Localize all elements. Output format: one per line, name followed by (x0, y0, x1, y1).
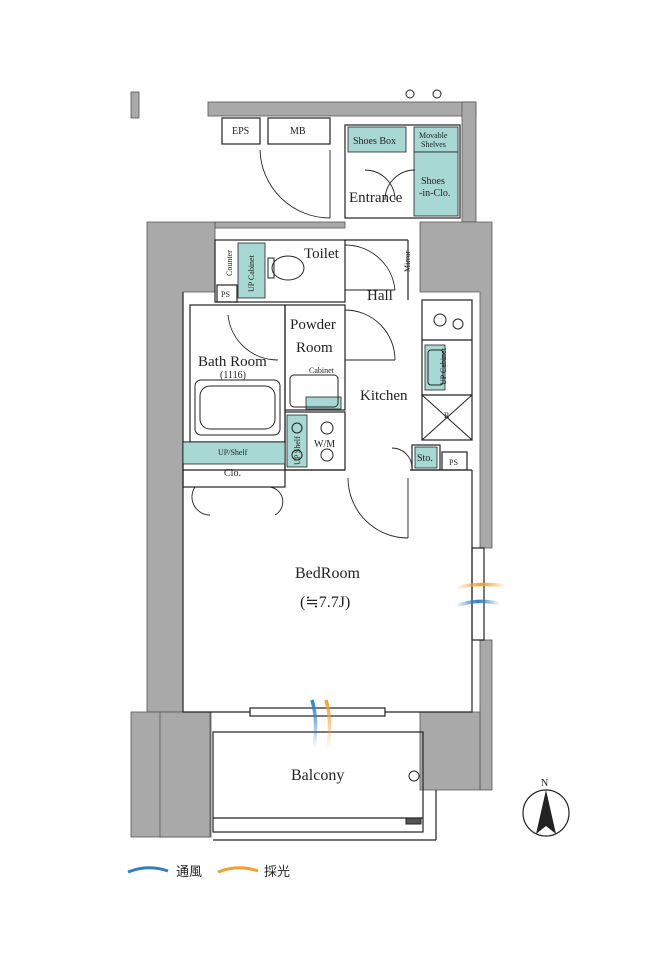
powder-room-label-2: Room (296, 340, 333, 356)
ps-kitchen-label: PS (449, 458, 458, 467)
ps-toilet-label: PS (221, 290, 230, 299)
doors (191, 149, 416, 539)
legend-ventilation-label: 通風 (176, 865, 202, 880)
up-shelf-wm-label: UP Shelf (293, 436, 302, 465)
daylight-legend-icon (217, 866, 259, 874)
shoes-in-clo-label-1: Shoes (421, 176, 445, 187)
movable-shelves-label-1: Movable (419, 131, 448, 140)
column-marker-icon (405, 89, 415, 99)
ventilation-arrow-right (455, 599, 501, 608)
legend-daylight-label: 採光 (264, 865, 290, 880)
kitchen-label: Kitchen (360, 388, 408, 404)
sto-label: Sto. (417, 453, 433, 464)
entrance-label: Entrance (349, 190, 403, 206)
column-marker-icon (432, 89, 442, 99)
fridge-label: R (444, 411, 450, 420)
cabinet-label: Cabinet (309, 366, 335, 375)
fixtures (194, 255, 473, 825)
mirror-label: Mirror (403, 250, 412, 272)
hall-label: Hall (367, 288, 393, 304)
mb-label: MB (290, 126, 306, 137)
bath-size-label: (1116) (220, 370, 246, 381)
toilet-label: Toilet (304, 246, 340, 262)
shoes-in-clo-label-2: -in-Clo. (419, 188, 450, 199)
ventilation-arrow-bottom (310, 699, 318, 749)
wm-label: W/M (314, 439, 335, 450)
shoes-box-label: Shoes Box (353, 136, 396, 147)
balcony-label: Balcony (291, 767, 344, 784)
daylight-arrow-right (455, 582, 507, 590)
compass: N (522, 778, 570, 837)
up-shelf-label: UP/Shelf (218, 448, 248, 457)
legend: 通風 採光 (127, 865, 290, 880)
closet-label: Clo. (224, 468, 241, 479)
eps-label: EPS (232, 126, 249, 137)
bedroom-label: BedRoom (295, 565, 360, 582)
movable-shelves-label-2: Shelves (421, 140, 446, 149)
daylight-arrow-bottom (324, 699, 332, 749)
compass-north-label: N (541, 778, 548, 789)
storage-fills (182, 126, 459, 469)
bedroom-size-label: (≒7.7J) (300, 594, 350, 611)
up-cabinet-kitchen-label: UP Cabinet (439, 347, 448, 385)
ventilation-legend-icon (127, 866, 169, 874)
up-cabinet-toilet-label: UP Cabinet (247, 254, 256, 292)
bath-room-label: Bath Room (198, 354, 267, 370)
interior-lines (182, 117, 485, 841)
north-arrow-icon (536, 790, 556, 834)
walls (130, 91, 493, 838)
counter-label: Counter (225, 250, 234, 276)
powder-room-label-1: Powder (290, 317, 336, 333)
